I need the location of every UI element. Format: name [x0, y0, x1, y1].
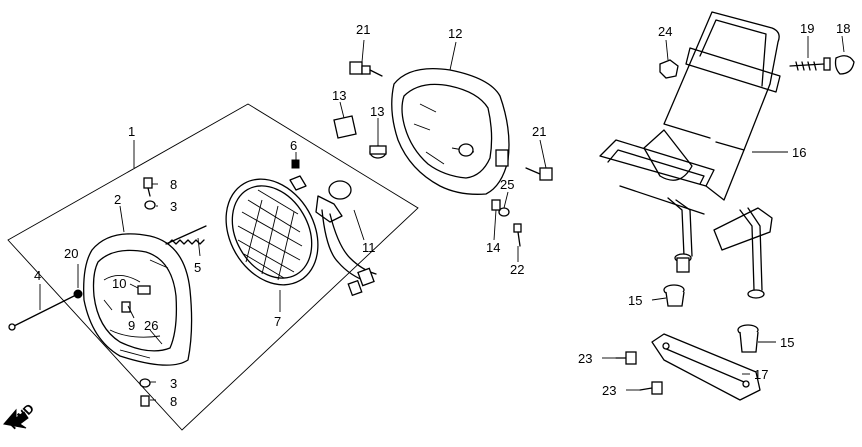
screw-22-part: [513, 223, 522, 247]
bolt-23-upper-part: [615, 351, 637, 365]
callout-21-top: 21: [356, 22, 370, 37]
callout-23-lower: 23: [602, 383, 616, 398]
spring-5-part: [165, 225, 207, 245]
callout-2: 2: [114, 192, 121, 207]
bracket-plate-17-part: [651, 333, 761, 401]
bolt-23-lower-part: [639, 381, 663, 395]
mount-15-upper-part: [674, 253, 765, 299]
callout-12: 12: [448, 26, 462, 41]
headlight-unit-part: [225, 175, 319, 286]
assembly-outline: [7, 103, 419, 431]
guard-frame-16-part: [599, 11, 781, 291]
callout-19: 19: [800, 21, 814, 36]
grommet-13b-part: [369, 145, 387, 159]
callout-4: 4: [34, 268, 41, 283]
callout-labels: 1 2 3 3 4 5 6 7 8 8 9 10 11 12 13 13 14 …: [6, 21, 851, 432]
callout-11: 11: [362, 240, 376, 255]
callout-22: 22: [510, 262, 524, 277]
cap-18-part: [834, 55, 855, 75]
socket-wiring-11-part: [315, 180, 377, 297]
bolt-19-part: [789, 57, 831, 71]
callout-23-upper: 23: [578, 351, 592, 366]
mount-15-left-part: [663, 284, 685, 307]
callout-16: 16: [792, 145, 806, 160]
callout-15-left: 15: [628, 293, 642, 308]
callout-3-lower: 3: [170, 376, 177, 391]
bolt-4-part: [8, 293, 79, 331]
grommet-13a-part: [333, 115, 357, 139]
callout-25: 25: [500, 177, 514, 192]
callout-9: 9: [128, 318, 135, 333]
callout-13-right: 13: [370, 104, 384, 119]
bolt-21-top-part: [349, 61, 383, 77]
callout-14: 14: [486, 240, 500, 255]
mount-15-right-part: [737, 324, 759, 353]
callout-8-upper: 8: [170, 177, 177, 192]
callout-5: 5: [194, 260, 201, 275]
nut-20-part: [73, 289, 83, 299]
screw-8-lower-part: [139, 378, 151, 407]
callout-3-upper: 3: [170, 199, 177, 214]
rear-case-12-part: [391, 67, 510, 195]
callout-15-right: 15: [780, 335, 794, 350]
leader-lines: [39, 35, 845, 401]
callout-18: 18: [836, 21, 850, 36]
bolt-14-part: [491, 199, 501, 211]
nut-24-part: [659, 59, 679, 79]
clip-6-part: [291, 159, 300, 169]
callout-1: 1: [128, 124, 135, 139]
callout-13-left: 13: [332, 88, 346, 103]
callout-17: 17: [754, 367, 768, 382]
callout-26: 26: [144, 318, 158, 333]
headlight-case-part: [83, 233, 193, 366]
callout-10: 10: [112, 276, 126, 291]
screw-8-upper-part: [143, 177, 156, 210]
forward-direction-arrow-icon: [3, 408, 29, 429]
callout-7: 7: [274, 314, 281, 329]
callout-8-lower: 8: [170, 394, 177, 409]
callout-21-right: 21: [532, 124, 546, 139]
callout-6: 6: [290, 138, 297, 153]
bolt-21-right-part: [525, 167, 553, 181]
callout-20: 20: [64, 246, 78, 261]
callout-24: 24: [658, 24, 672, 39]
